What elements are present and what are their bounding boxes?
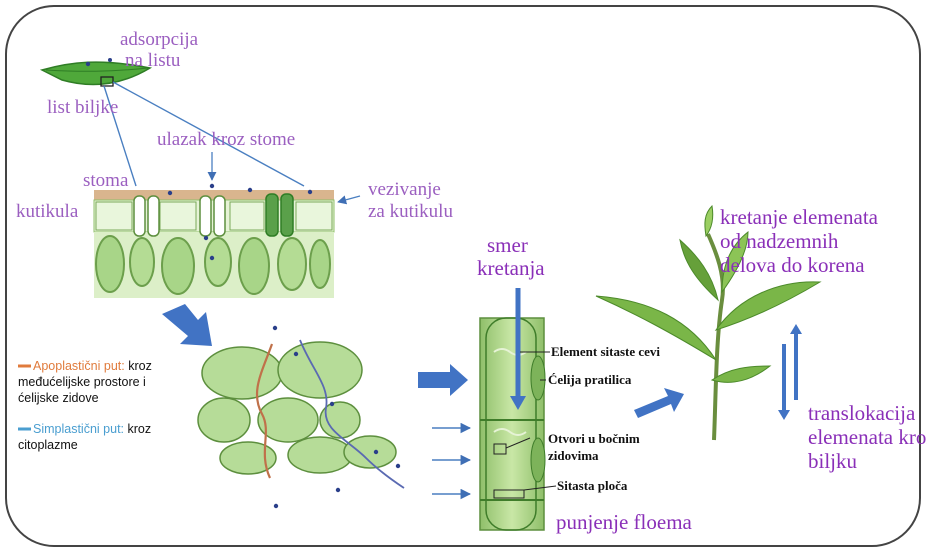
legend-apo-title: Apoplastični put:	[33, 359, 125, 373]
label-kretanja: kretanja	[477, 256, 545, 280]
label-otvori-2: zidovima	[548, 448, 599, 464]
legend-sim-line2: citoplazme	[18, 437, 78, 453]
label-adsorpcija: adsorpcija	[120, 29, 198, 51]
label-list-biljke: list biljke	[47, 97, 118, 119]
phloem-tube	[480, 288, 545, 530]
label-otvori-1: Otvori u bočnim	[548, 431, 640, 447]
legend-apo-line2: međućelijske prostore i	[18, 374, 146, 390]
label-ulazak: ulazak kroz stome	[157, 129, 295, 151]
label-kutikula: kutikula	[16, 201, 78, 223]
legend-sim-text1: kroz	[124, 422, 151, 436]
legend-apo-line3: ćelijske zidove	[18, 390, 99, 406]
label-transl-2: elemenata kroz	[808, 425, 927, 449]
label-element-sitaste: Element sitaste cevi	[551, 344, 660, 360]
label-smer: smer	[487, 233, 528, 257]
label-punjenje: punjenje floema	[556, 510, 692, 534]
label-na-listu: na listu	[125, 50, 180, 72]
label-kretanje-2: od nadzemnih	[720, 229, 838, 253]
legend-apoplastic: Apoplastični put: kroz	[33, 358, 152, 374]
label-za-kutikulu: za kutikulu	[368, 201, 453, 223]
label-celija-pratilica: Ćelija pratilica	[548, 372, 631, 388]
legend-apo-text1: kroz	[125, 359, 152, 373]
label-sitasta-ploca: Sitasta ploča	[557, 478, 627, 494]
label-kretanje-1: kretanje elemenata	[720, 205, 878, 229]
label-vezivanje: vezivanje	[368, 179, 441, 201]
label-transl-3: biljku	[808, 449, 857, 473]
label-stoma: stoma	[83, 170, 128, 192]
label-transl-1: translokacija	[808, 401, 915, 425]
legend-sim-title: Simplastični put:	[33, 422, 124, 436]
label-kretanje-3: delova do korena	[720, 253, 865, 277]
legend-symplastic: Simplastični put: kroz	[33, 421, 151, 437]
leaf-cross-section	[94, 184, 334, 298]
